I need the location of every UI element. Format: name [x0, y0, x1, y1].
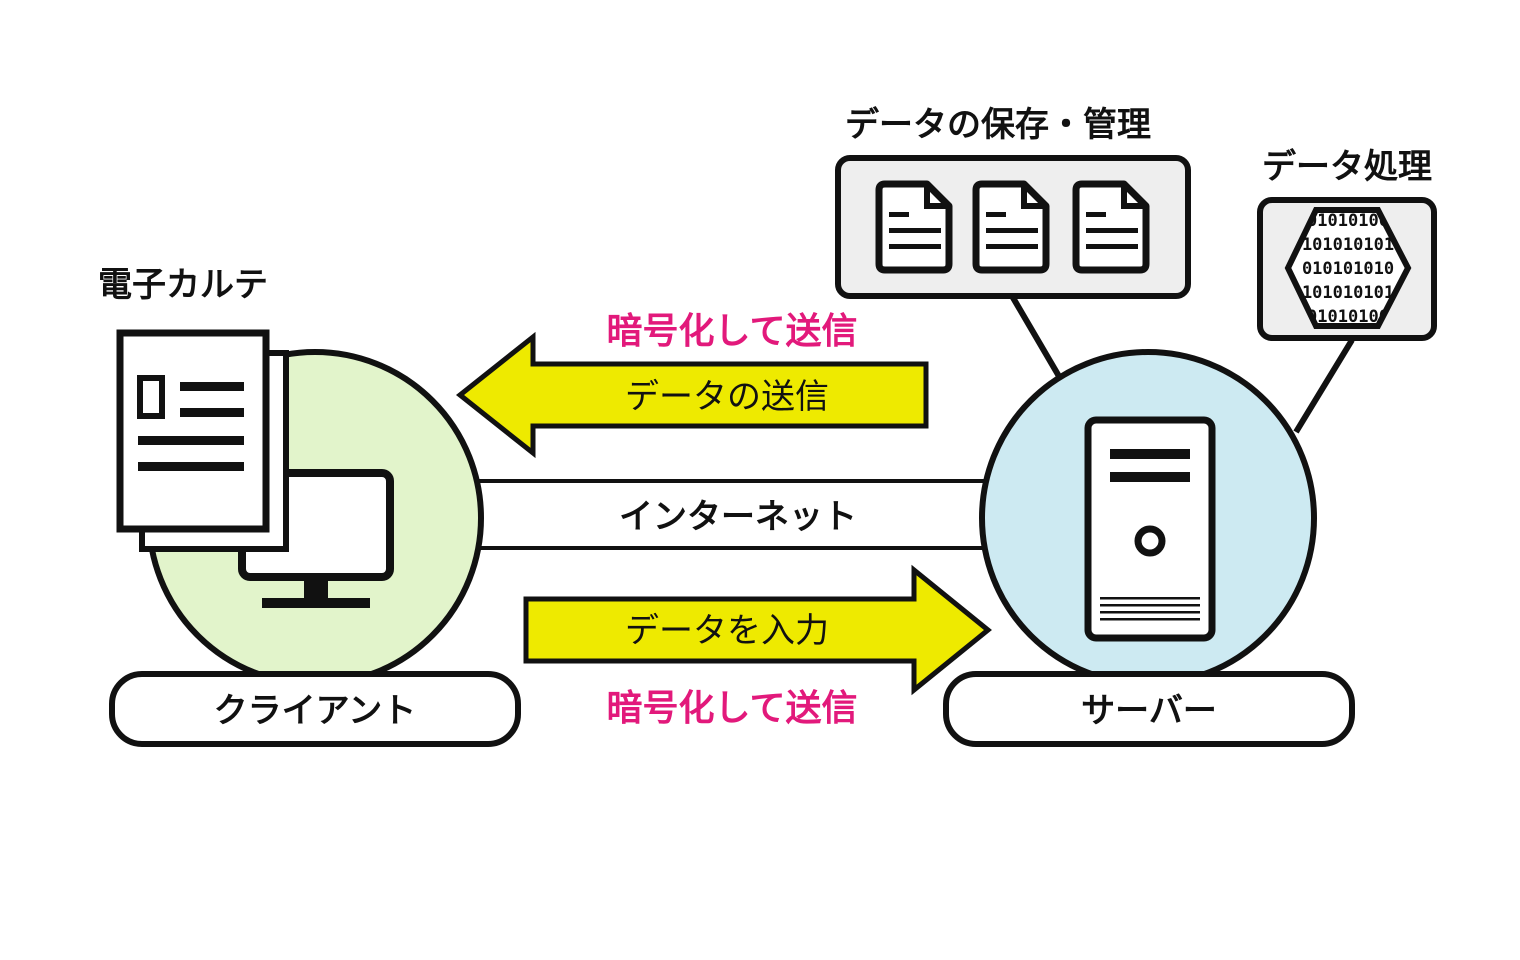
server-label: サーバー: [1081, 691, 1217, 731]
processing-connector: [1293, 338, 1355, 434]
binary-row: 01010101010: [1292, 283, 1405, 303]
processing-label: データ処理: [1262, 147, 1432, 187]
document-icon: [875, 180, 953, 274]
document-stack-icon: [116, 329, 289, 552]
client-label: クライアント: [214, 691, 417, 731]
client-pill: [109, 671, 521, 747]
encrypt-label-bottom: 暗号化して送信: [607, 688, 858, 729]
arrow-input-to-server: [523, 564, 992, 696]
binary-row: 01010101010: [1292, 235, 1405, 255]
binary-hexagon-icon: 01010100 01010101010 010101010 01010101010 0…: [1284, 207, 1412, 329]
server-tower-icon: [1084, 416, 1216, 642]
document-icon: [972, 180, 1050, 274]
storage-label: データの保存・管理: [845, 105, 1151, 145]
encrypt-label-top: 暗号化して送信: [607, 311, 858, 352]
document-icon: [1072, 180, 1150, 274]
binary-row: 01010100: [1307, 211, 1389, 231]
binary-row: 01010100: [1307, 307, 1389, 327]
arrow-send-to-client: [455, 331, 929, 459]
storage-connector: [1009, 294, 1063, 380]
internet-label: インターネット: [619, 497, 857, 537]
arrow-input-label: データを入力: [625, 611, 829, 651]
ehr-label: 電子カルテ: [98, 265, 268, 305]
arrow-send-label: データの送信: [625, 377, 829, 417]
binary-row: 010101010: [1302, 259, 1394, 279]
server-pill: [943, 671, 1355, 747]
